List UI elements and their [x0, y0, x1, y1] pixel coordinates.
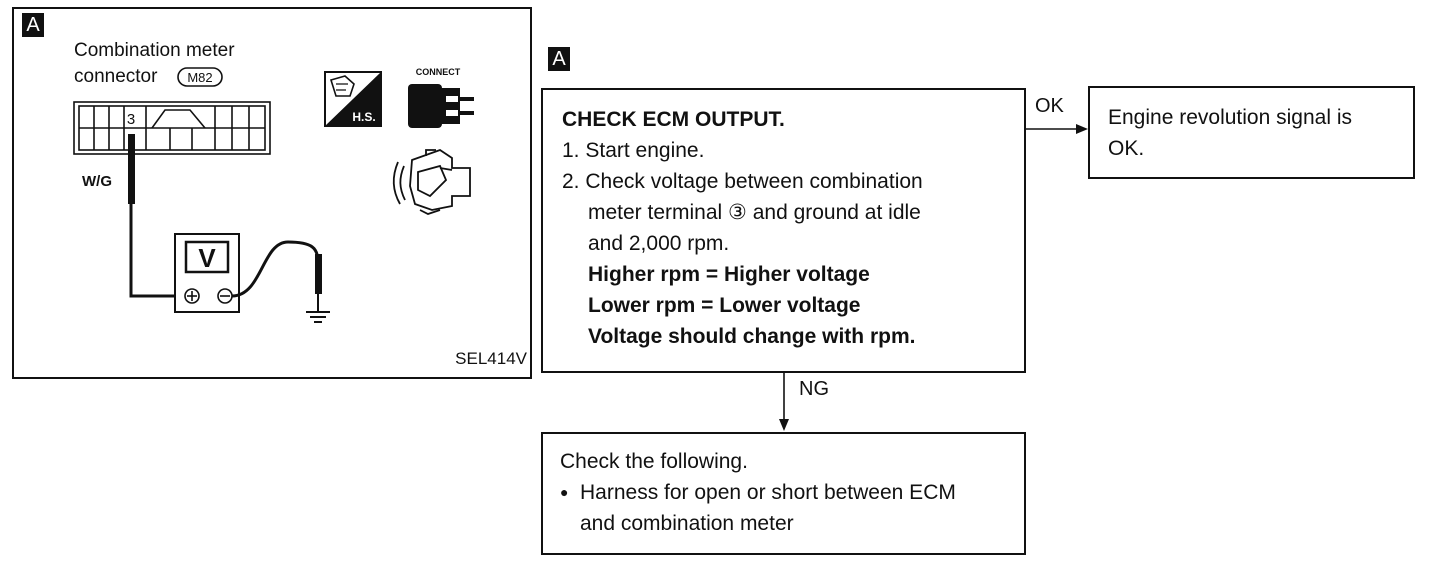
connector-title-line1: Combination meter: [74, 40, 235, 61]
positive-probe: [128, 134, 185, 298]
check-heading: CHECK ECM OUTPUT.: [562, 108, 785, 131]
check-step-2-line2-pre: meter terminal: [588, 201, 723, 224]
check-step-2-line1: 2. Check voltage between combination: [562, 170, 923, 193]
bullet-icon: ●: [560, 484, 569, 500]
check-step-2-line3: and 2,000 rpm.: [588, 232, 730, 255]
ng-result-box: Check the following. ● Harness for open …: [541, 432, 1026, 555]
ng-bullet-item: ● Harness for open or short between ECM: [560, 477, 1024, 508]
check-step-1: 1. Start engine.: [562, 139, 705, 162]
check-step-2-line2-post: and ground at idle: [746, 201, 921, 224]
ng-result-line1: Check the following.: [560, 450, 748, 473]
check-step-2-line2: meter terminal ③ and ground at idle: [562, 197, 1024, 228]
ok-result-box: Engine revolution signal is OK.: [1088, 86, 1415, 179]
harness-connector-hs-icon: H.S.: [324, 71, 382, 127]
check-ecm-output-box: CHECK ECM OUTPUT. 1. Start engine. 2. Ch…: [541, 88, 1026, 373]
voltmeter-symbol: V: [198, 243, 216, 273]
ok-result-line1: Engine revolution signal is: [1108, 106, 1352, 129]
check-bold-line3: Voltage should change with rpm.: [588, 325, 916, 348]
connector-id-label: M82: [187, 70, 212, 85]
illustration-drawing: Combination meter connector M82 3 W/G V: [73, 40, 528, 368]
connector-face-icon: [73, 101, 271, 155]
figure-code: SEL414V: [455, 349, 527, 368]
hs-label: H.S.: [352, 110, 375, 124]
wire-color-label: W/G: [82, 173, 112, 190]
ng-bullet-line2: and combination meter: [580, 512, 794, 535]
ng-label: NG: [799, 378, 829, 400]
ok-label: OK: [1035, 95, 1064, 117]
terminal-number-label: 3: [127, 111, 135, 128]
connector-id-badge: M82: [177, 67, 223, 87]
check-bold-line1: Higher rpm = Higher voltage: [588, 263, 870, 286]
illustration-tag: A: [22, 13, 44, 37]
check-bold-line2: Lower rpm = Lower voltage: [588, 294, 861, 317]
connect-label: CONNECT: [416, 67, 461, 77]
ng-bullet-line1: Harness for open or short between ECM: [580, 481, 956, 504]
flow-tag: A: [548, 47, 570, 71]
voltmeter-icon: V: [174, 233, 240, 313]
ground-icon: [306, 311, 330, 323]
connect-plug-icon: [408, 84, 474, 128]
terminal-circled-number: ③: [728, 201, 747, 224]
engine-running-icon: [392, 149, 471, 215]
ng-arrow: [779, 373, 789, 431]
connector-title-line2: connector: [74, 66, 158, 87]
negative-probe: [231, 240, 322, 312]
ok-arrow: [1025, 124, 1088, 134]
ok-result-line2: OK.: [1108, 137, 1145, 160]
